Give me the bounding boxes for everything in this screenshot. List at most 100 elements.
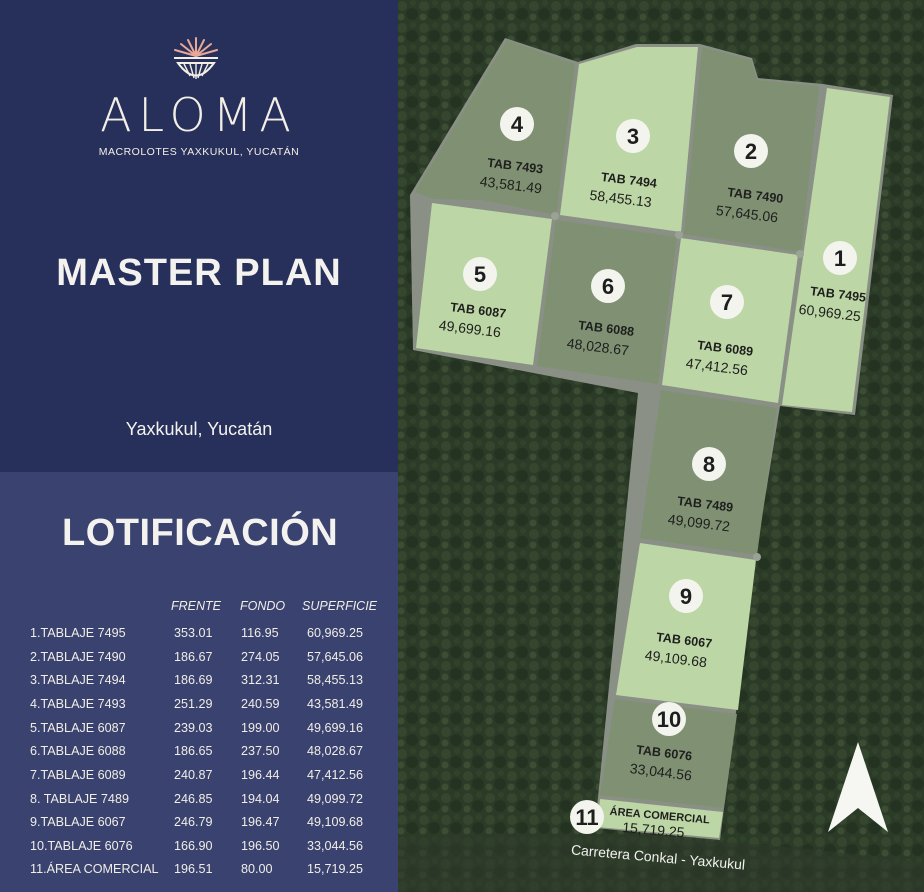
table-row: 8. TABLAJE 7489 246.85 194.04 49,099.72	[30, 792, 390, 816]
row-frente: 186.65	[174, 744, 213, 758]
row-frente: 186.67	[174, 650, 213, 664]
lot-8-tab: TAB 7489	[677, 494, 734, 515]
road-nodes	[551, 212, 804, 561]
row-name: 11.ÁREA COMERCIAL	[30, 862, 159, 876]
lot-7-number: 7	[721, 290, 733, 315]
row-name: 3.TABLAJE 7494	[30, 673, 126, 687]
row-name: 9.TABLAJE 6067	[30, 815, 126, 829]
table-row: 4.TABLAJE 7493 251.29 240.59 43,581.49	[30, 697, 390, 721]
lot-5-number: 5	[474, 262, 486, 287]
row-name: 1.TABLAJE 7495	[30, 626, 126, 640]
brand-panel: ALOMA MACROLOTES YAXKUKUL, YUCATÁN MASTE…	[0, 0, 398, 472]
lot-10-area: 33,044.56	[629, 760, 693, 783]
row-frente: 353.01	[174, 626, 213, 640]
row-frente: 166.90	[174, 839, 213, 853]
lot-9-tab: TAB 6067	[656, 630, 713, 651]
row-frente: 240.87	[174, 768, 213, 782]
master-plan-map: 4 3 2 1 5 6 7 8 9 10 11 TAB 7493 43,581.…	[398, 0, 924, 892]
lot-9[interactable]	[616, 543, 756, 710]
lot-6-area: 48,028.67	[566, 335, 630, 358]
row-superficie: 43,581.49	[307, 697, 364, 711]
table-row: 7.TABLAJE 6089 240.87 196.44 47,412.56	[30, 768, 390, 792]
table-row: 11.ÁREA COMERCIAL 196.51 80.00 15,719.25	[30, 862, 390, 886]
lot-number-badges	[463, 107, 857, 834]
lot-4-area: 43,581.49	[479, 173, 543, 196]
row-fondo: 199.00	[241, 721, 280, 735]
lot-3-number: 3	[627, 124, 639, 149]
row-fondo: 194.04	[241, 792, 280, 806]
lot-4-number: 4	[511, 112, 524, 137]
lot-9-area: 49,109.68	[644, 647, 708, 670]
lot-1-tab: TAB 7495	[809, 284, 866, 305]
lot-8-area: 49,099.72	[667, 511, 731, 534]
row-frente: 251.29	[174, 697, 213, 711]
row-name: 4.TABLAJE 7493	[30, 697, 126, 711]
lotificacion-title: LOTIFICACIÓN	[62, 512, 339, 554]
lot-4[interactable]	[415, 40, 575, 215]
lot-4-tab: TAB 7493	[487, 156, 544, 177]
row-name: 10.TABLAJE 6076	[30, 839, 133, 853]
lot-9-number: 9	[680, 584, 692, 609]
row-fondo: 274.05	[241, 650, 280, 664]
lot-5-area: 49,699.16	[438, 317, 502, 340]
aloma-logo-icon	[174, 37, 218, 79]
row-superficie: 60,969.25	[307, 626, 364, 640]
table-row: 2.TABLAJE 7490 186.67 274.05 57,645.06	[30, 650, 390, 674]
row-name: 6.TABLAJE 6088	[30, 744, 126, 758]
row-superficie: 47,412.56	[307, 768, 364, 782]
table-row: 6.TABLAJE 6088 186.65 237.50 48,028.67	[30, 744, 390, 768]
column-header-fondo: FONDO	[240, 599, 286, 613]
row-fondo: 196.44	[241, 768, 280, 782]
row-frente: 186.69	[174, 673, 213, 687]
table-row: 5.TABLAJE 6087 239.03 199.00 49,699.16	[30, 721, 390, 745]
row-superficie: 49,109.68	[307, 815, 364, 829]
row-name: 8. TABLAJE 7489	[30, 792, 129, 806]
lot-2-number: 2	[745, 139, 757, 164]
lotificacion-panel	[0, 472, 398, 892]
column-header-frente: FRENTE	[171, 599, 221, 613]
row-fondo: 312.31	[241, 673, 280, 687]
lot-6-tab: TAB 6088	[578, 318, 635, 339]
lot-11-number: 11	[575, 805, 598, 830]
row-superficie: 58,455.13	[307, 673, 364, 687]
location-text: Yaxkukul, Yucatán	[125, 419, 273, 439]
lot-10[interactable]	[600, 699, 737, 808]
lot-7-area: 47,412.56	[685, 355, 749, 378]
row-superficie: 49,099.72	[307, 792, 364, 806]
row-fondo: 240.59	[241, 697, 280, 711]
row-fondo: 196.50	[241, 839, 280, 853]
row-frente: 196.51	[174, 862, 213, 876]
row-name: 5.TABLAJE 6087	[30, 721, 126, 735]
lot-5-tab: TAB 6087	[450, 300, 507, 321]
row-fondo: 80.00	[241, 862, 273, 876]
lot-11[interactable]	[597, 799, 723, 838]
row-fondo: 116.95	[241, 626, 279, 640]
row-name: 2.TABLAJE 7490	[30, 650, 126, 664]
table-row: 1.TABLAJE 7495 353.01 116.95 60,969.25	[30, 626, 390, 650]
row-superficie: 57,645.06	[307, 650, 364, 664]
row-superficie: 48,028.67	[307, 744, 364, 758]
row-superficie: 49,699.16	[307, 721, 364, 735]
row-fondo: 237.50	[241, 744, 280, 758]
lot-10-number: 10	[657, 707, 681, 732]
lot-2-area: 57,645.06	[715, 202, 779, 225]
row-superficie: 33,044.56	[307, 839, 364, 853]
lot-7-tab: TAB 6089	[697, 338, 754, 359]
lot-2-tab: TAB 7490	[727, 185, 784, 206]
lot-3-area: 58,455.13	[589, 187, 653, 210]
column-header-superficie: SUPERFICIE	[302, 599, 378, 613]
row-frente: 246.85	[174, 792, 213, 806]
table-row: 3.TABLAJE 7494 186.69 312.31 58,455.13	[30, 673, 390, 697]
lot-10-tab: TAB 6076	[636, 743, 693, 764]
north-arrow-icon	[828, 742, 888, 832]
lot-8-number: 8	[703, 452, 715, 477]
row-name: 7.TABLAJE 6089	[30, 768, 126, 782]
brand-subtitle: MACROLOTES YAXKUKUL, YUCATÁN	[98, 146, 300, 158]
row-superficie: 15,719.25	[307, 862, 364, 876]
lot-1-area: 60,969.25	[798, 301, 862, 324]
row-fondo: 196.47	[241, 815, 280, 829]
lot-7[interactable]	[662, 238, 798, 403]
table-row: 10.TABLAJE 6076 166.90 196.50 33,044.56	[30, 839, 390, 863]
table-row: 9.TABLAJE 6067 246.79 196.47 49,109.68	[30, 815, 390, 839]
page-title: MASTER PLAN	[56, 252, 342, 294]
